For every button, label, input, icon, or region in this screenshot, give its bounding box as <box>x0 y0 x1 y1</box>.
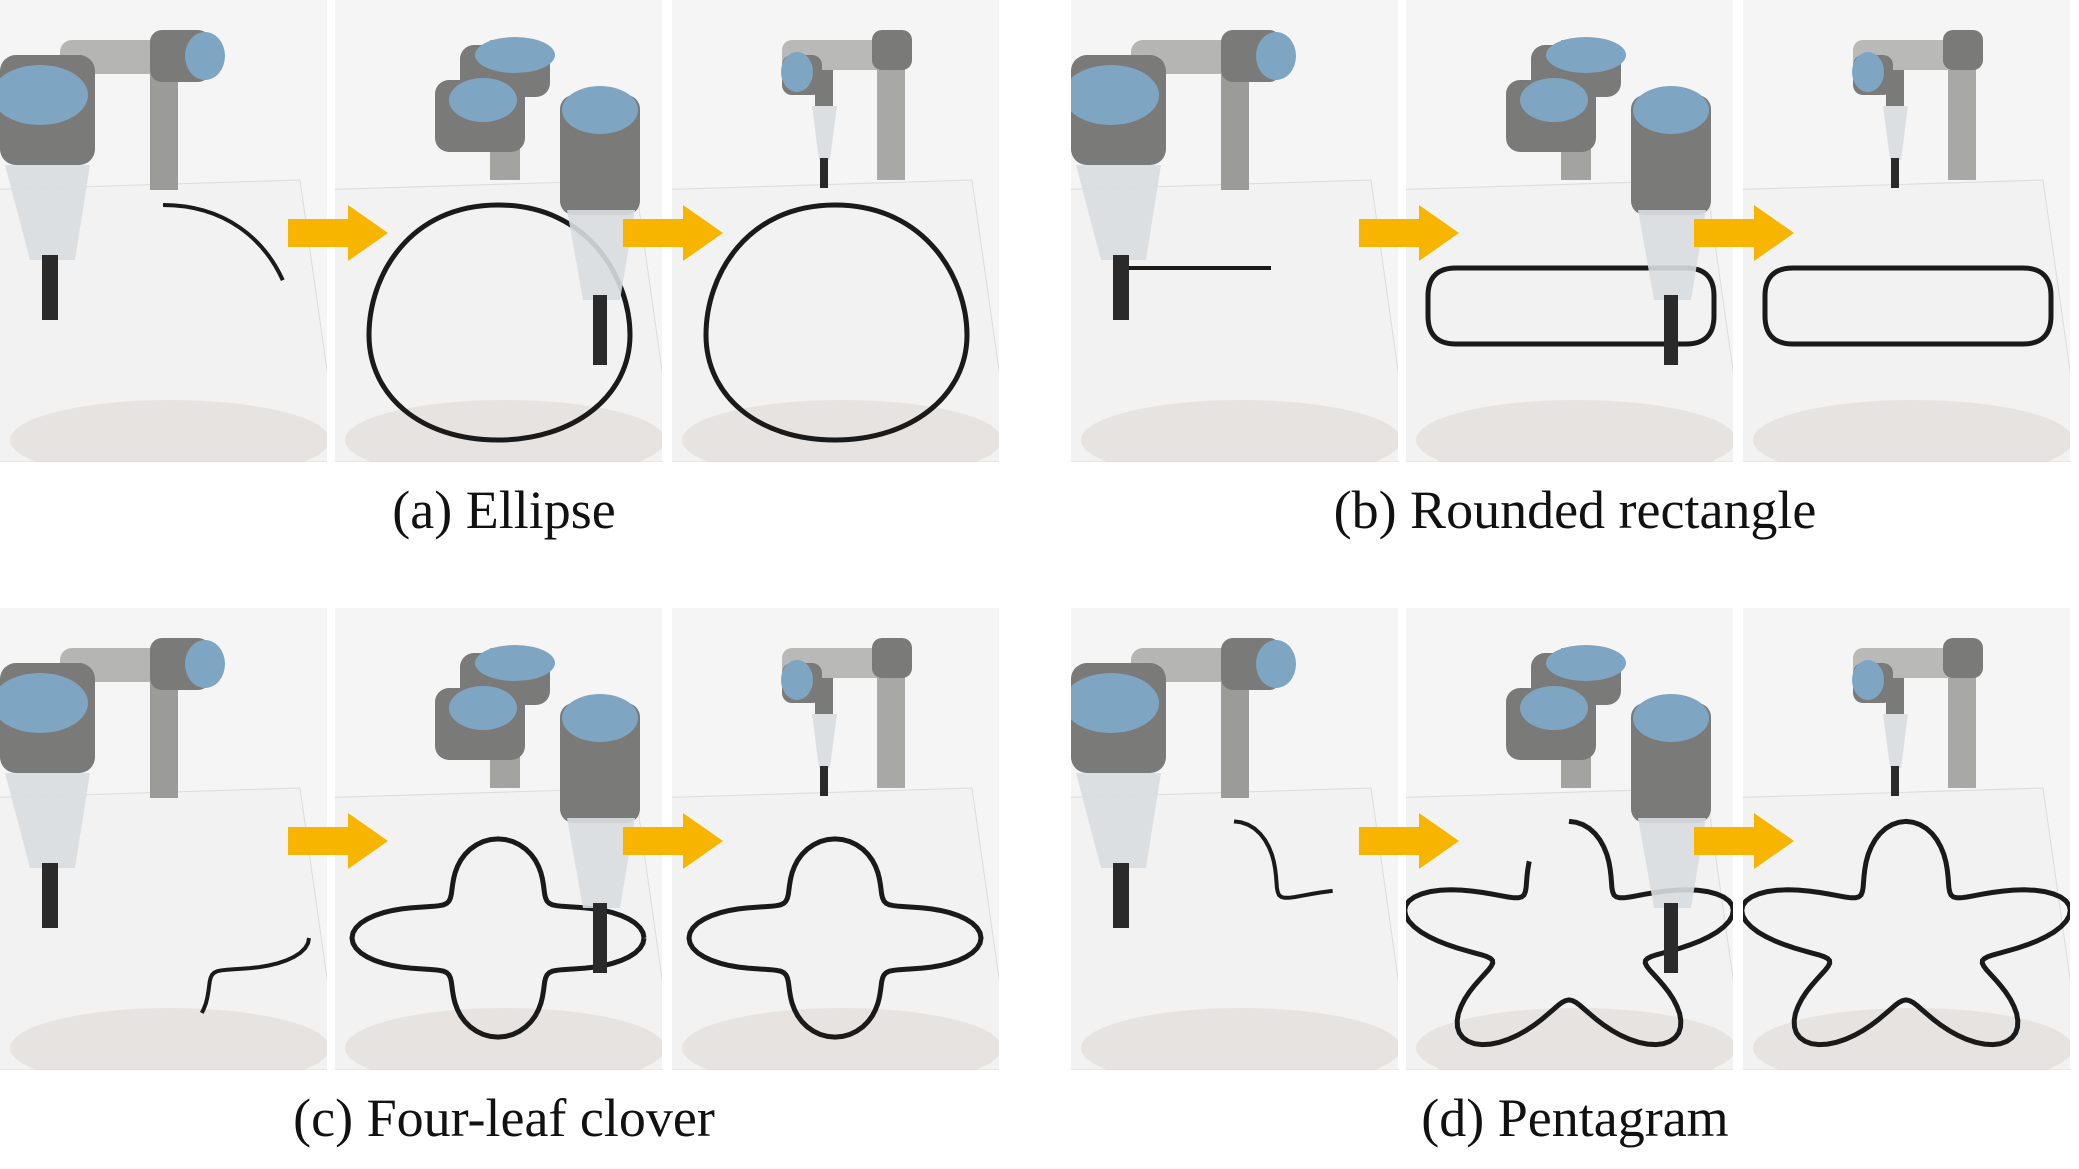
photo-d-start <box>1071 608 1398 1070</box>
panel-caption: (c) Four-leaf clover <box>293 1088 715 1148</box>
photo-b-complete <box>1743 0 2070 462</box>
panel-d: (d) Pentagram <box>1071 608 2079 1168</box>
drawn-shape <box>686 836 984 1040</box>
right-arrow-icon <box>1359 813 1459 869</box>
robot-arm-icon <box>1852 30 1983 188</box>
pen-icon <box>1113 863 1129 928</box>
pen-icon <box>1891 766 1899 796</box>
right-arrow-icon <box>1694 813 1794 869</box>
pen-icon <box>1891 158 1899 188</box>
right-arrow-icon <box>288 205 388 261</box>
robot-arm-icon <box>0 30 225 320</box>
robot-arm-icon <box>0 638 225 928</box>
robot-arm-icon <box>1071 30 1296 320</box>
pen-icon <box>593 295 607 365</box>
pen-icon <box>1664 295 1678 365</box>
pen-icon <box>42 863 58 928</box>
panel-c: (c) Four-leaf clover <box>0 608 1008 1168</box>
right-arrow-icon <box>623 813 723 869</box>
photo-a-midway <box>335 0 662 462</box>
right-arrow-icon <box>1359 205 1459 261</box>
right-arrow-icon <box>288 813 388 869</box>
photo-b-midway <box>1406 0 1733 462</box>
panel-caption: (a) Ellipse <box>392 480 616 540</box>
robot-arm-icon <box>1071 638 1296 928</box>
robot-arm-icon <box>435 37 640 365</box>
panel-b: (b) Rounded rectangle <box>1071 0 2079 560</box>
robot-arm-icon <box>1506 645 1711 973</box>
robot-arm-icon <box>781 638 912 796</box>
drawn-shape <box>349 836 647 1040</box>
pen-icon <box>593 903 607 973</box>
pen-icon <box>1113 255 1129 320</box>
photo-c-complete <box>672 608 999 1070</box>
photo-c-start <box>0 608 327 1070</box>
drawn-shape <box>703 202 970 443</box>
panel-caption: (d) Pentagram <box>1421 1088 1729 1148</box>
robot-arm-icon <box>435 645 640 973</box>
drawn-shape <box>1743 818 2070 1048</box>
drawn-shape <box>1762 265 2054 347</box>
photo-a-complete <box>672 0 999 462</box>
panel-caption: (b) Rounded rectangle <box>1333 480 1817 540</box>
drawn-shape <box>31 202 298 443</box>
photo-b-start <box>1071 0 1398 462</box>
photo-a-start <box>0 0 327 462</box>
drawn-shape <box>14 836 312 1040</box>
pen-icon <box>1664 903 1678 973</box>
pen-icon <box>42 255 58 320</box>
drawn-shape <box>1425 265 1717 347</box>
photo-c-midway <box>335 608 662 1070</box>
photo-d-complete <box>1743 608 2070 1070</box>
right-arrow-icon <box>1694 205 1794 261</box>
pen-icon <box>820 158 828 188</box>
pen-icon <box>820 766 828 796</box>
robot-arm-icon <box>1852 638 1983 796</box>
robot-arm-icon <box>781 30 912 188</box>
drawn-shape <box>1406 818 1733 1048</box>
robot-arm-icon <box>1506 37 1711 365</box>
photo-d-midway <box>1406 608 1733 1070</box>
panel-a: (a) Ellipse <box>0 0 1008 560</box>
right-arrow-icon <box>623 205 723 261</box>
